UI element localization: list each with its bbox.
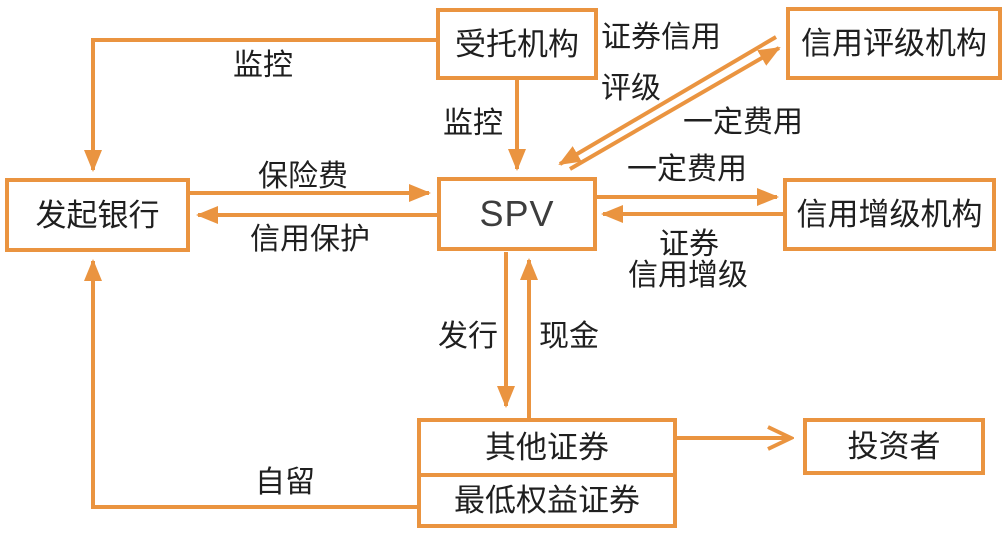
label-monitor-bank: 监控 <box>233 49 293 82</box>
label-enhancement-fee: 一定费用 <box>627 153 747 186</box>
node-securities-stack: 其他证券 最低权益证券 <box>417 418 677 528</box>
edge-self-retain-arrow <box>84 259 417 509</box>
label-enhancement-service-line1: 证券 <box>659 228 719 261</box>
label-insurance-premium: 保险费 <box>258 160 348 193</box>
node-investors: 投资者 <box>803 418 985 475</box>
node-rating-agency: 信用评级机构 <box>786 7 1002 80</box>
label-issue: 发行 <box>438 320 498 353</box>
label-enhancement-service-line2: 信用增级 <box>628 259 748 292</box>
node-lowest-equity-securities: 最低权益证券 <box>454 483 640 518</box>
edge-monitor-bank-arrow <box>84 38 436 172</box>
label-credit-protection: 信用保护 <box>250 223 370 256</box>
node-spv: SPV <box>437 177 597 251</box>
label-rating-service-line1: 证券信用 <box>601 21 721 54</box>
node-trustee: 受托机构 <box>436 8 598 80</box>
edge-rating-service-arrow <box>558 35 778 166</box>
edge-rating-fee-arrow <box>568 46 781 171</box>
label-rating-service-line2: 评级 <box>601 72 661 105</box>
label-cash: 现金 <box>539 320 599 353</box>
node-originating-bank: 发起银行 <box>5 178 190 252</box>
label-self-retain: 自留 <box>255 466 315 499</box>
label-rating-fee: 一定费用 <box>683 106 803 139</box>
node-enhancement-agency: 信用增级机构 <box>783 178 996 251</box>
node-other-securities: 其他证券 <box>421 422 673 477</box>
label-monitor-spv: 监控 <box>443 107 503 140</box>
